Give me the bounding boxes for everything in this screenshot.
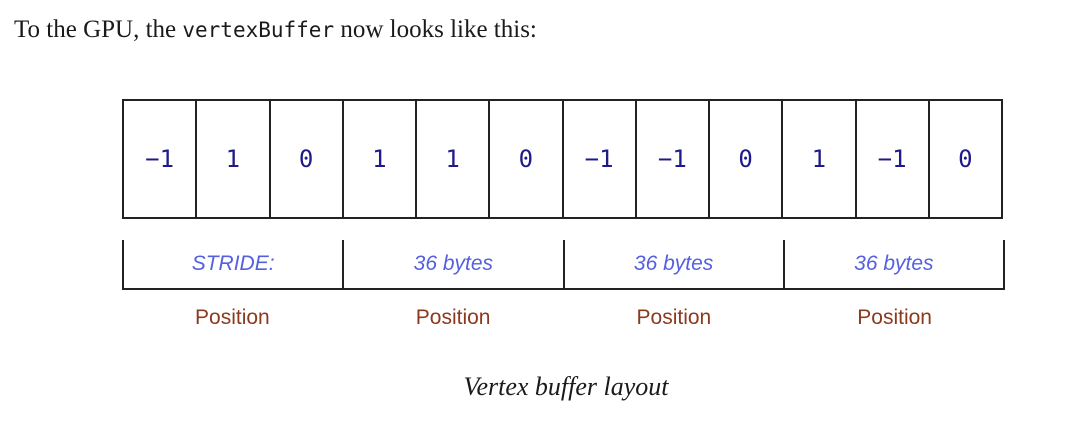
buffer-cell: −1 [564, 101, 637, 217]
intro-after: now looks like this: [334, 16, 537, 43]
buffer-cell: 1 [197, 101, 271, 217]
figure-caption: Vertex buffer layout [463, 372, 669, 401]
buffer-cell: 0 [490, 101, 564, 217]
attribute-label: Position [415, 306, 491, 329]
buffer-cell: 0 [958, 145, 973, 173]
intro-before: To the GPU, the [14, 16, 183, 43]
attribute-label: Position [857, 306, 932, 329]
buffer-cell: −1 [124, 101, 198, 217]
buffer-cell: −1 [857, 101, 930, 217]
stride-label: 36 bytes [782, 240, 1005, 290]
buffer-cell: 0 [271, 101, 344, 217]
buffer-cell: −1 [637, 101, 710, 217]
intro-code: vertexBuffer [182, 18, 335, 42]
buffer-cell: 1 [783, 101, 857, 217]
stride-label: 36 bytes [342, 240, 563, 290]
stride-label: STRIDE: [122, 240, 343, 290]
vertex-buffer-diagram: −1 1 0 1 1 0 −1 −1 0 1 −1 0 [122, 99, 1003, 219]
attribute-label: Position [636, 306, 712, 329]
stride-label: 36 bytes [562, 240, 783, 290]
attribute-labels: Position Position Position Position [122, 306, 1005, 330]
stride-brackets: STRIDE: 36 bytes 36 bytes 36 bytes [122, 240, 1005, 290]
buffer-cell: 0 [710, 101, 784, 217]
buffer-cell: 1 [344, 101, 417, 217]
attribute-label: Position [195, 306, 270, 329]
intro-text: To the GPU, the vertexBuffer now looks l… [14, 16, 537, 44]
buffer-cell: 1 [417, 101, 491, 217]
